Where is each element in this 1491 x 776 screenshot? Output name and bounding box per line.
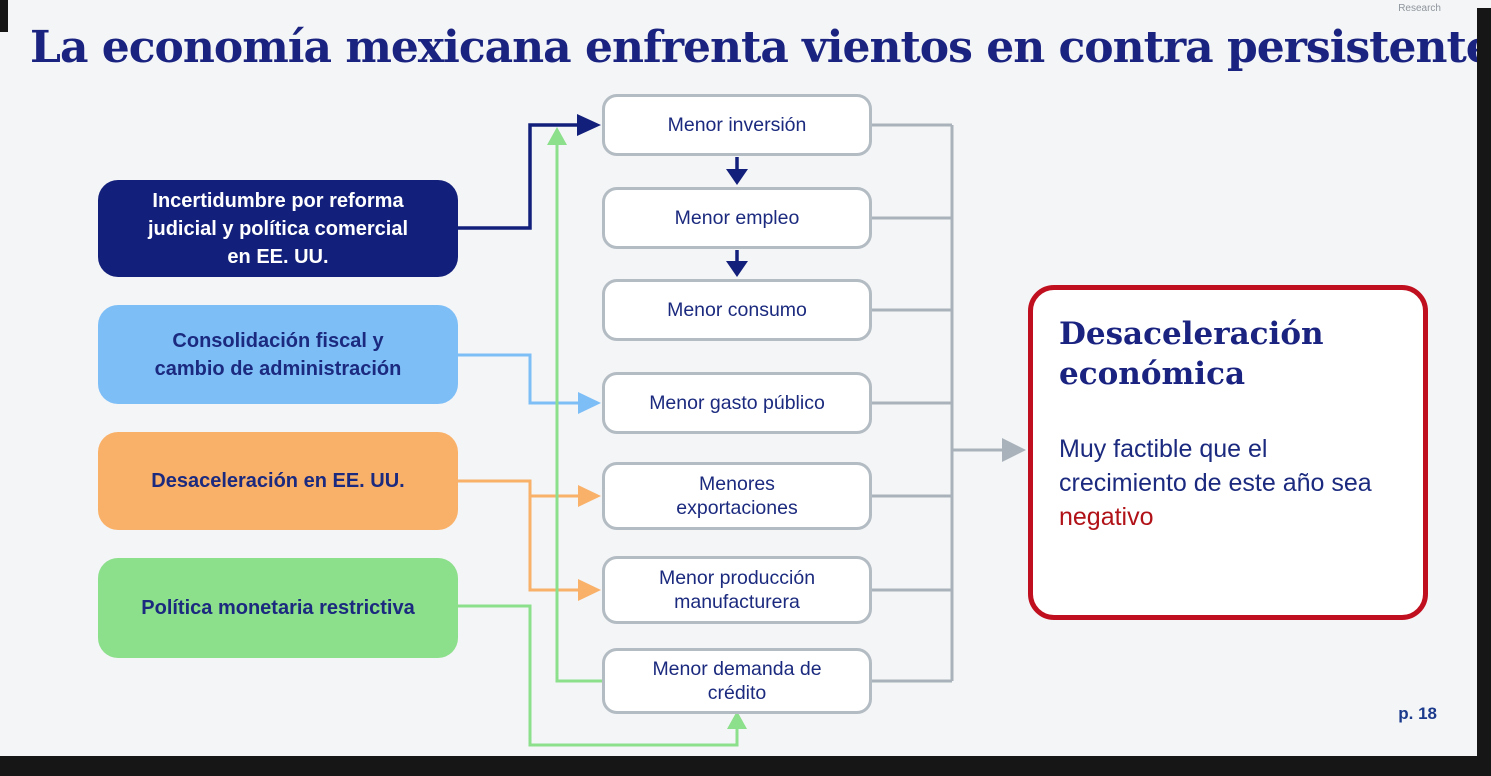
effect-label: Menor empleo [674, 207, 800, 229]
brand-logo-text: Research [1398, 3, 1441, 14]
effect-box-menor-inversion: Menor inversión [602, 94, 872, 156]
lightblue-arrowhead [578, 392, 601, 414]
effect-box-menor-gasto-publico: Menor gasto público [602, 372, 872, 434]
effect-box-menor-produccion: Menor producción manufacturera [602, 556, 872, 624]
effect-box-menor-consumo: Menor consumo [602, 279, 872, 341]
effect-box-menores-exportaciones: Menores exportaciones [602, 462, 872, 530]
cause-label: Incertidumbre por reforma judicial y pol… [147, 189, 409, 268]
right-frame-bar [1477, 8, 1491, 776]
effect-label: Menor producción manufacturera [658, 567, 816, 613]
outcome-title: Desaceleración económica [1059, 316, 1324, 392]
outcome-body-highlight: negativo [1059, 503, 1154, 531]
outcome-body-lead: Muy factible que el crecimiento de este … [1059, 435, 1372, 497]
effect-box-menor-demanda-credito: Menor demanda de crédito [602, 648, 872, 714]
bottom-frame-bar [0, 756, 1491, 776]
outcome-body: Muy factible que el crecimiento de este … [1059, 432, 1397, 534]
effect-box-menor-empleo: Menor empleo [602, 187, 872, 249]
cause-label: Desaceleración en EE. UU. [151, 470, 405, 492]
cause-box-desaceleracion-eeuu: Desaceleración en EE. UU. [98, 432, 458, 530]
effect-label: Menores exportaciones [676, 473, 798, 519]
effect-label: Menor gasto público [649, 392, 825, 414]
orange-arrowheads [578, 485, 601, 601]
cause-box-politica-monetaria: Política monetaria restrictiva [98, 558, 458, 658]
cause-label: Consolidación fiscal y cambio de adminis… [154, 329, 402, 380]
top-left-frame-mark [0, 0, 8, 32]
cause-label: Política monetaria restrictiva [141, 597, 415, 619]
slide-title: La economía mexicana enfrenta vientos en… [30, 22, 1491, 73]
effect-label: Menor consumo [667, 299, 807, 321]
page-number: p. 18 [1398, 704, 1437, 723]
effect-label: Menor demanda de crédito [652, 658, 822, 704]
lightblue-arrow-line [458, 353, 580, 405]
outcome-box: Desaceleración económica Muy factible qu… [1028, 285, 1428, 620]
cause-box-incertidumbre: Incertidumbre por reforma judicial y pol… [98, 180, 458, 277]
gray-arrowhead-to-outcome [1002, 438, 1026, 462]
effect-label: Menor inversión [667, 114, 807, 136]
orange-arrow-lines [458, 479, 580, 592]
gray-collector-lines [872, 123, 1004, 683]
cause-box-consolidacion-fiscal: Consolidación fiscal y cambio de adminis… [98, 305, 458, 404]
